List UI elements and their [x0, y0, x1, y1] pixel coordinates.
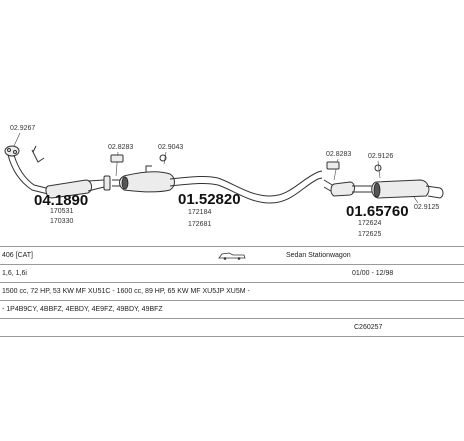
- engine-codes: - 1P4B9CY, 4BBFZ, 4EBDY, 4E9FZ, 49BDY, 4…: [2, 306, 163, 313]
- reference-number: 170330: [50, 218, 73, 225]
- clamp-icon: [326, 161, 340, 170]
- flange-bolt-hole: [7, 148, 11, 152]
- part-center-silencer[interactable]: 02.8283 02.9043 01.52820 172184 172681: [108, 144, 323, 228]
- vehicle-info-table: 406 [CAT] Sedan Stationwagon 1,6, 1,6i 0…: [0, 246, 464, 337]
- catalyst-outlet-pipe: [87, 179, 105, 192]
- silencer-end-cap: [121, 176, 129, 190]
- catalog-code: C260257: [354, 324, 383, 331]
- leader-line: [377, 160, 381, 179]
- body-type: Sedan Stationwagon: [286, 252, 351, 259]
- clamp-icon: [110, 154, 124, 163]
- tail-pipe: [425, 185, 444, 199]
- hanger-ring-icon: [374, 164, 382, 172]
- info-row-engine-size: 1,6, 1,6i 01/00 - 12/98: [0, 264, 464, 282]
- downpipe-shape: [13, 154, 55, 191]
- reference-number: 172625: [358, 231, 381, 238]
- clamp-label[interactable]: 02.8283: [108, 144, 133, 151]
- info-row-catalog: C260257: [0, 318, 464, 337]
- engine-details: 1500 cc, 72 HP, 53 KW MF XU51C - 1600 cc…: [2, 288, 250, 295]
- clamp-label[interactable]: 02.9125: [414, 204, 439, 211]
- leader-line: [13, 132, 21, 147]
- reference-number: 172681: [188, 221, 211, 228]
- hanger-ring-icon: [159, 154, 167, 162]
- leader-line: [163, 151, 167, 165]
- model-name: 406 [CAT]: [2, 252, 33, 259]
- reference-number: 170531: [50, 208, 73, 215]
- silencer-end-cap: [373, 182, 381, 198]
- middle-silencer-body: [119, 171, 175, 193]
- reference-number: 172624: [358, 220, 381, 227]
- part-front-pipe-catalyst[interactable]: 02.9267 04.1890 170531 170330: [4, 125, 111, 225]
- part-number[interactable]: 01.52820: [178, 191, 241, 208]
- sensor-bracket: [31, 145, 45, 163]
- info-row-model: 406 [CAT] Sedan Stationwagon: [0, 246, 464, 264]
- silencer-hanger: [145, 165, 152, 172]
- rear-main-silencer: [371, 179, 430, 199]
- clamp-label[interactable]: 02.9267: [10, 125, 35, 132]
- outlet-flange: [103, 175, 111, 191]
- reference-number: 172184: [188, 209, 211, 216]
- center-long-pipe-lower: [169, 177, 323, 204]
- flange-shape: [4, 145, 20, 157]
- production-years: 01/00 - 12/98: [352, 270, 394, 277]
- part-number[interactable]: 04.1890: [34, 192, 88, 209]
- part-rear-silencer[interactable]: 02.8283 02.9126 02.9125 01.65760 172624 …: [323, 151, 444, 238]
- leader-line: [413, 196, 419, 204]
- clamp-label[interactable]: 02.8283: [326, 151, 351, 158]
- part-number[interactable]: 01.65760: [346, 203, 409, 220]
- center-long-pipe: [169, 170, 323, 197]
- downpipe-shape-inner: [7, 154, 53, 196]
- car-body-icon: [218, 252, 246, 260]
- clamp-label[interactable]: 02.9043: [158, 144, 183, 151]
- rear-small-silencer: [330, 181, 355, 197]
- engine-sizes: 1,6, 1,6i: [2, 270, 27, 277]
- flange-bolt-hole: [13, 150, 17, 154]
- info-row-engine-codes: - 1P4B9CY, 4BBFZ, 4EBDY, 4E9FZ, 49BDY, 4…: [0, 300, 464, 318]
- info-row-engine-details: 1500 cc, 72 HP, 53 KW MF XU51C - 1600 cc…: [0, 282, 464, 300]
- clamp-label[interactable]: 02.9126: [368, 153, 393, 160]
- exhaust-system-diagram: 02.9267 04.1890 170531 170330 02.8283 02…: [4, 125, 444, 238]
